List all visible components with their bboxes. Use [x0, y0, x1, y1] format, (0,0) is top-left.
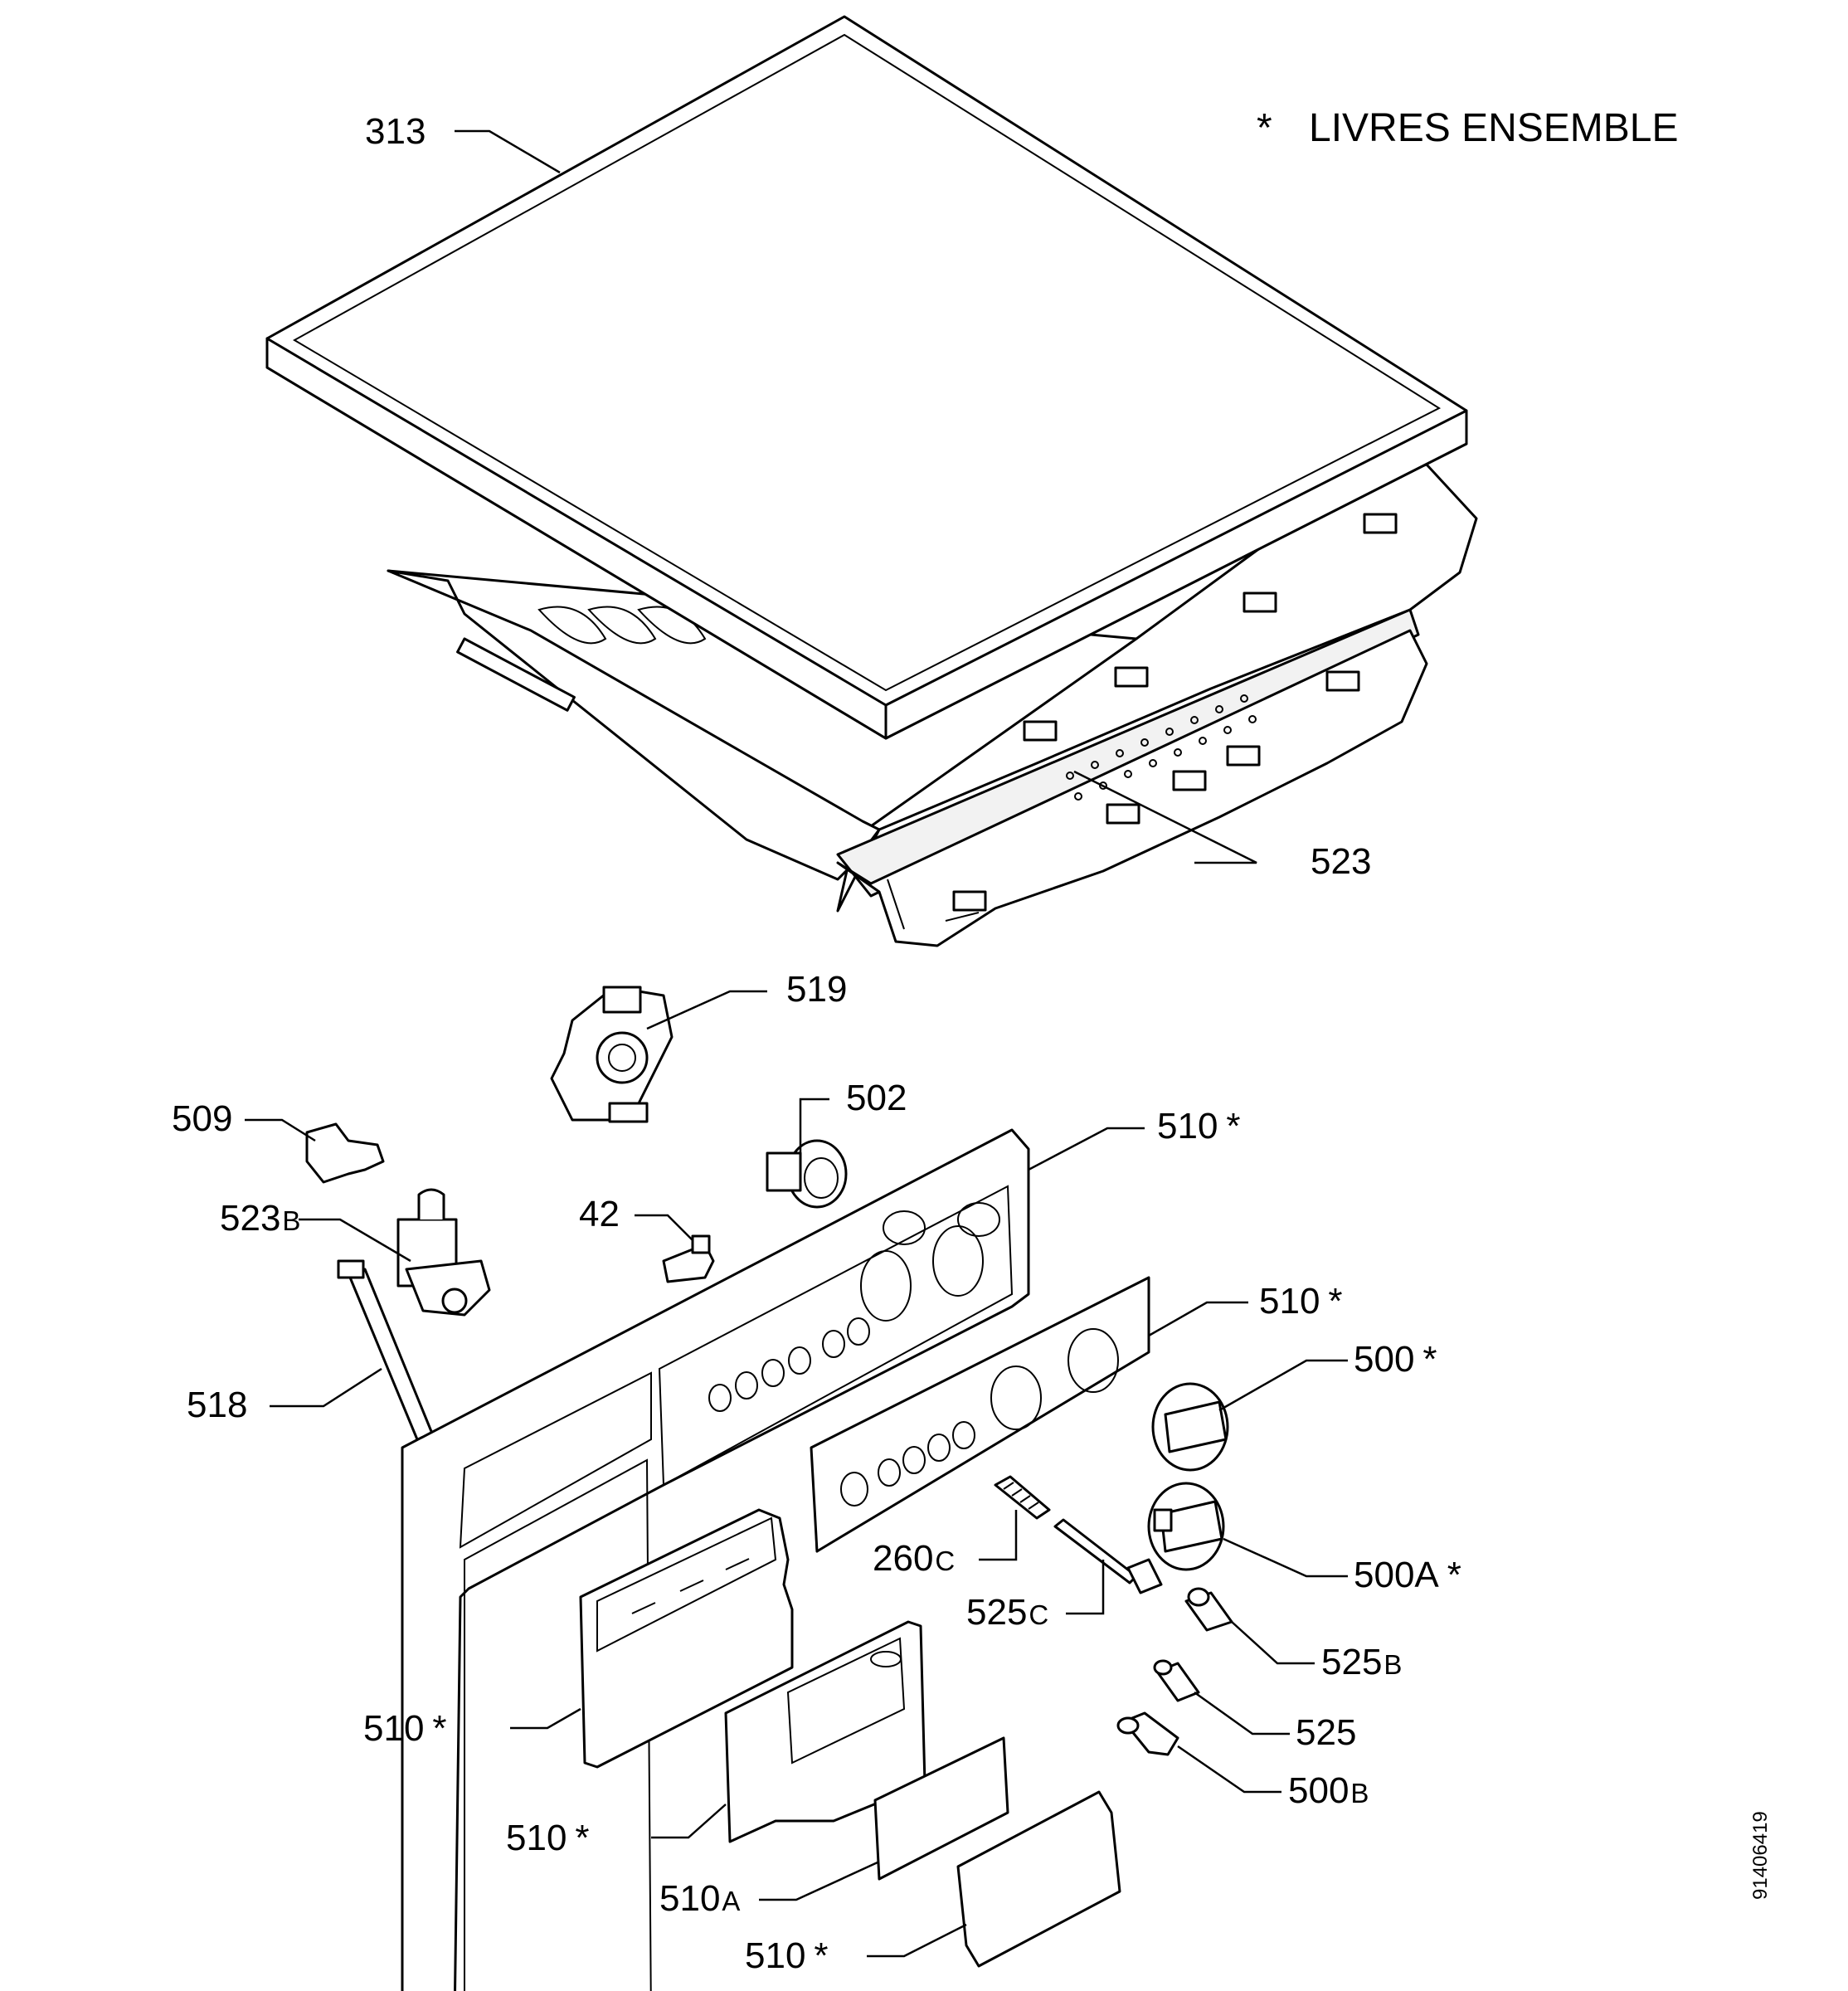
legend-asterisk: * [1257, 106, 1272, 150]
callout-313: 313 [365, 111, 426, 152]
part-260c-spring [994, 1475, 1051, 1520]
callout-523b: 523B [220, 1198, 300, 1239]
part-525b-button [1184, 1587, 1233, 1632]
callout-510-panel: 510* [1259, 1281, 1343, 1322]
part-42-switch [662, 1234, 715, 1283]
callout-525c: 525C [966, 1592, 1048, 1633]
part-519-switch-housing [550, 986, 674, 1123]
callout-510-top: 510* [1157, 1106, 1241, 1146]
callout-510-cover: 510* [506, 1818, 590, 1858]
callout-518: 518 [187, 1385, 247, 1425]
callout-519: 519 [786, 969, 847, 1010]
callout-510-flap: 510* [745, 1935, 829, 1976]
legend-text: LIVRES ENSEMBLE [1309, 106, 1679, 150]
callout-500a: 500A* [1354, 1555, 1461, 1595]
part-500-knob [1151, 1382, 1229, 1472]
part-510-panel-frame [401, 1128, 1030, 1991]
part-510a-insert [873, 1736, 1009, 1881]
part-500a-knob [1147, 1482, 1225, 1571]
part-525c-pushrod [1053, 1518, 1163, 1594]
part-509-clip [305, 1122, 385, 1184]
part-502-light [766, 1139, 848, 1209]
callout-500b: 500B [1288, 1770, 1369, 1811]
document-id: 91406419 [1749, 1811, 1772, 1900]
part-510-drawer-front [579, 1508, 794, 1769]
callout-labels: 313 523 519 502 509 510* 523B 42 510* 50… [172, 111, 1461, 1976]
part-500b-knob [1116, 1711, 1179, 1756]
callout-525b: 525B [1321, 1642, 1402, 1682]
part-523b-lock [396, 1188, 491, 1317]
part-510-fascia-plate [810, 1276, 1150, 1553]
legend-note: * LIVRES ENSEMBLE [1257, 106, 1679, 150]
callout-260c: 260C [873, 1538, 955, 1579]
part-510-flap [956, 1790, 1121, 1968]
callout-525: 525 [1296, 1712, 1356, 1753]
part-523-top-frame [387, 463, 1478, 947]
part-525-button [1153, 1659, 1200, 1702]
callout-510-drawer: 510* [363, 1708, 447, 1749]
callout-523: 523 [1311, 841, 1371, 882]
callout-510a: 510A [659, 1878, 740, 1919]
callout-500: 500* [1354, 1339, 1437, 1380]
leader-lines [245, 129, 1348, 1958]
callout-502: 502 [846, 1078, 907, 1118]
part-313-lid [265, 15, 1468, 740]
callout-42: 42 [579, 1194, 620, 1234]
callout-509: 509 [172, 1098, 232, 1139]
